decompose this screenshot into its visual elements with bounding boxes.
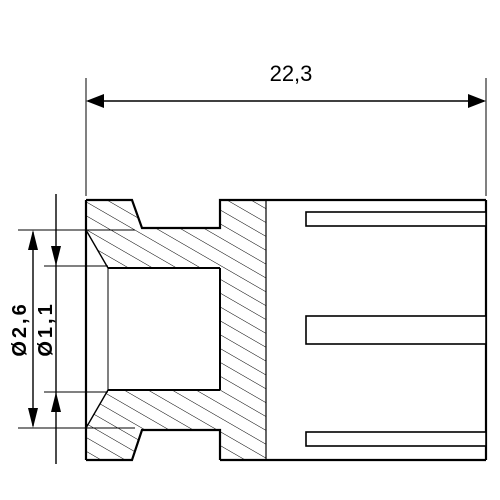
hatched-lower-crimp-section	[86, 390, 220, 460]
outer-diameter-arrow-top	[28, 230, 38, 250]
bore-chamfer-bottom	[85, 389, 109, 429]
part-outline	[84, 198, 488, 462]
overall-length-label: 22,3	[270, 61, 313, 86]
hatched-center-wall	[220, 200, 266, 460]
diameter-dimensions: Ø2,6 Ø1,1	[9, 194, 135, 464]
inner-diameter-arrow-bottom	[51, 392, 61, 412]
inner-diameter-arrow-top	[51, 246, 61, 266]
outer-diameter-arrow-bottom	[28, 408, 38, 428]
part-body	[84, 198, 488, 462]
overall-length-dimension: 22,3	[85, 61, 487, 196]
inner-diameter-label: Ø1,1	[35, 301, 57, 356]
arrowhead-right	[468, 94, 486, 108]
outer-diameter-label: Ø2,6	[9, 301, 31, 356]
arrowhead-left	[86, 94, 104, 108]
contact-slot-bottom	[305, 431, 487, 447]
contact-slot-middle	[305, 315, 487, 345]
bore-chamfer-top	[85, 229, 109, 269]
hatched-upper-crimp-section	[86, 200, 220, 268]
contact-slot-top	[305, 211, 487, 227]
